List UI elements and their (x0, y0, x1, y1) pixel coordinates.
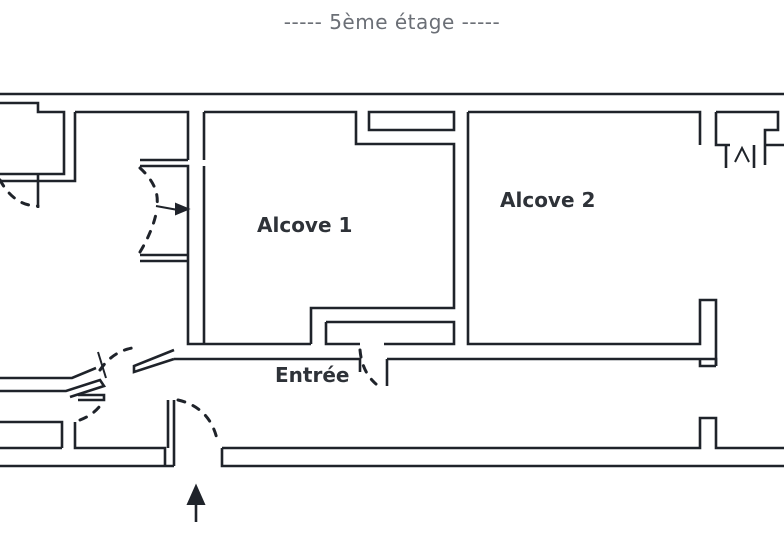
outer-walls (0, 92, 784, 468)
room-label-entree: Entrée (275, 363, 350, 387)
arrow-up-icon (186, 483, 206, 522)
door-swing-icon (98, 346, 134, 372)
door-swing-icon (176, 398, 220, 446)
door-arrow (175, 202, 191, 216)
door-swing-icon (138, 166, 159, 212)
door-swings (0, 166, 378, 446)
door-swing-icon (358, 348, 378, 386)
door-swing-icon (138, 212, 158, 254)
closet-arrow (734, 145, 750, 163)
floor-title: ----- 5ème étage ----- (283, 10, 501, 34)
room-label-alcove-1: Alcove 1 (257, 213, 353, 237)
room-label-alcove-2: Alcove 2 (500, 188, 596, 212)
door-swing-icon (0, 178, 40, 208)
door-swing-icon (78, 398, 106, 422)
